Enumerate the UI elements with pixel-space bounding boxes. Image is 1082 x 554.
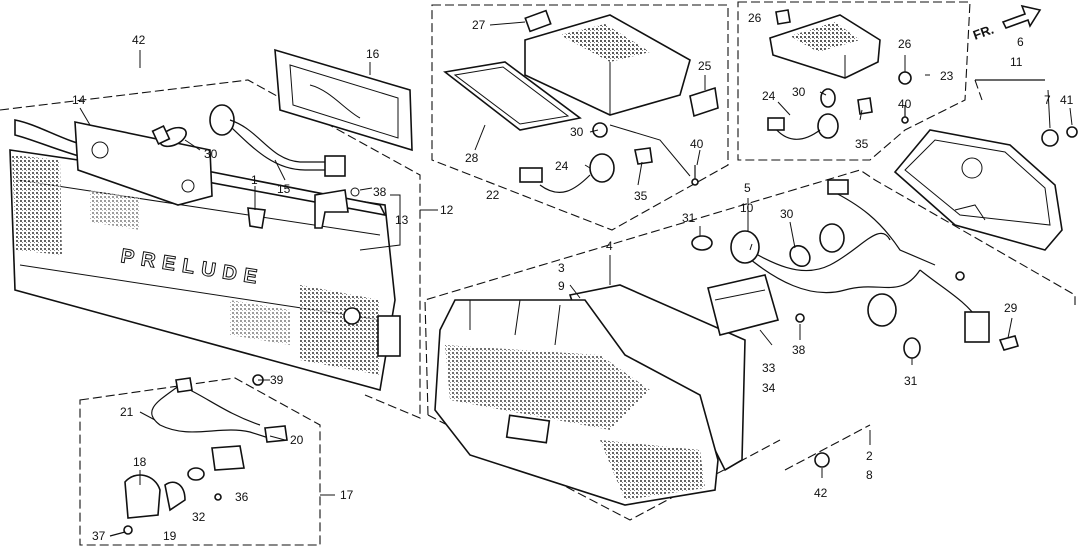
callout-39: 39 [270, 373, 284, 387]
callout-35-right: 35 [855, 137, 869, 151]
callout-23: 23 [940, 69, 954, 83]
callout-27: 27 [472, 18, 486, 32]
callout-2: 2 [866, 449, 873, 463]
callout-11: 11 [1010, 55, 1023, 69]
callout-33: 33 [762, 361, 776, 375]
side-housing-group [893, 79, 1078, 251]
callout-42-top: 42 [132, 33, 146, 47]
callout-31-right: 31 [904, 374, 918, 388]
callout-38-left: 38 [373, 185, 387, 199]
callout-31-left: 31 [682, 211, 696, 225]
callout-25: 25 [698, 59, 712, 73]
callout-6: 6 [1017, 35, 1024, 49]
callout-10: 10 [740, 201, 754, 215]
bracket-13 [247, 187, 360, 229]
callout-5: 5 [744, 181, 751, 195]
callout-14: 14 [72, 93, 86, 107]
callout-40-right: 40 [898, 97, 912, 111]
callout-1: 1 [251, 173, 258, 187]
callout-3: 3 [558, 261, 565, 275]
callout-26-left: 26 [748, 11, 762, 25]
callout-28: 28 [465, 151, 479, 165]
callout-12: 12 [440, 203, 454, 217]
callout-18: 18 [133, 455, 147, 469]
callout-19: 19 [163, 529, 177, 543]
front-direction-label: FR. [971, 22, 996, 43]
lamp-cover-16 [274, 48, 413, 152]
callout-42-bottom: 42 [814, 486, 828, 500]
callout-37: 37 [92, 529, 106, 543]
callout-4: 4 [606, 239, 613, 253]
callout-38-right: 38 [792, 343, 806, 357]
callout-29: 29 [1004, 301, 1018, 315]
license-light-group [79, 374, 321, 546]
callout-15: 15 [277, 182, 291, 196]
callout-30-right: 30 [792, 85, 806, 99]
callout-13: 13 [395, 213, 409, 227]
callout-26-right: 26 [898, 37, 912, 51]
callout-30-lower: 30 [780, 207, 794, 221]
callout-16: 16 [366, 47, 380, 61]
high-mount-light-group-23 [737, 1, 971, 161]
leader-lines [79, 21, 1073, 496]
callout-labels: 42 14 30 15 1 38 13 12 16 39 21 20 18 17… [72, 11, 1074, 543]
callout-34: 34 [762, 381, 776, 395]
callout-21: 21 [120, 405, 134, 419]
combination-tail-light-group [424, 169, 1076, 521]
callout-7: 7 [1044, 93, 1051, 107]
callout-30-center: 30 [570, 125, 584, 139]
callout-24-right: 24 [762, 89, 776, 103]
callout-35-center: 35 [634, 189, 648, 203]
callout-32: 32 [192, 510, 206, 524]
callout-8: 8 [866, 468, 873, 482]
callout-22: 22 [486, 188, 500, 202]
rear-garnish-group: PRELUDE [0, 79, 421, 419]
callout-24-center: 24 [555, 159, 569, 173]
high-mount-light-group [431, 4, 729, 231]
bulb-socket-assembly-15 [151, 104, 346, 177]
front-direction-arrow: FR. [971, 4, 1042, 43]
callout-20: 20 [290, 433, 304, 447]
callout-41: 41 [1060, 93, 1074, 107]
callout-36: 36 [235, 490, 249, 504]
callout-9: 9 [558, 279, 565, 293]
callout-17: 17 [340, 488, 354, 502]
callout-30-left: 30 [204, 147, 218, 161]
callout-40-center: 40 [690, 137, 704, 151]
